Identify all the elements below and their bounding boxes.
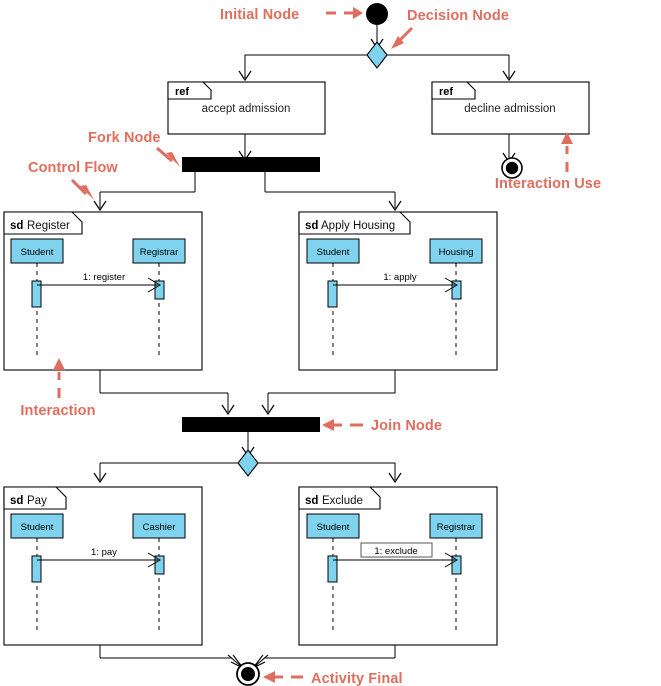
activation-bar <box>327 555 338 583</box>
annotation-arrow-fork-node <box>156 146 173 163</box>
message-label: 1: pay <box>91 547 117 558</box>
message-label-selection-box[interactable] <box>360 542 433 558</box>
frame-keyword: sd <box>305 220 318 232</box>
annotation-arrowhead-interaction-use <box>561 132 573 144</box>
annotation-initial-node: Initial Node <box>220 7 299 23</box>
ref-keyword: ref <box>439 86 453 98</box>
annotation-arrow-control-flow <box>70 178 88 196</box>
lifeline-label: Student <box>317 247 350 258</box>
interaction-frame-register[interactable]: sd Register Student Registrar 1: registe… <box>3 211 203 371</box>
ref-keyword: ref <box>175 86 189 98</box>
annotation-control-flow: Control Flow <box>28 160 118 176</box>
fork-node[interactable] <box>182 157 320 172</box>
activation-bar <box>451 555 462 575</box>
lifeline-label: Cashier <box>143 522 176 533</box>
annotation-arrowhead-interaction <box>53 358 65 370</box>
interaction-use-accept-admission[interactable]: ref accept admission <box>167 81 326 135</box>
frame-title: Exclude <box>322 495 363 507</box>
message-apply[interactable]: 1: apply <box>333 272 458 293</box>
interaction-frame-pay[interactable]: sd Pay Student Cashier 1: pay <box>3 486 203 646</box>
message-label: 1: register <box>83 272 125 283</box>
activity-final-node-bottom[interactable] <box>236 662 260 686</box>
message-label: 1: exclude <box>374 546 417 557</box>
join-node[interactable] <box>182 417 320 432</box>
interaction-use-label: decline admission <box>464 103 555 115</box>
lifeline-student[interactable]: Student <box>10 238 64 358</box>
annotation-arrowhead-decision-node <box>391 36 404 49</box>
lifeline-student[interactable]: Student <box>306 513 360 633</box>
lifeline-label: Housing <box>439 247 474 258</box>
annotation-interaction-use: Interaction Use <box>495 176 601 192</box>
annotation-decision-node: Decision Node <box>407 8 509 24</box>
frame-keyword: sd <box>305 495 318 507</box>
lifeline-student[interactable]: Student <box>10 513 64 633</box>
interaction-frame-apply-housing[interactable]: sd Apply Housing Student Housing 1: appl… <box>298 211 498 371</box>
annotation-fork-node: Fork Node <box>88 130 161 146</box>
lifeline-housing[interactable]: Housing <box>429 238 483 358</box>
activation-bar <box>154 280 165 300</box>
lifeline-label: Student <box>21 247 54 258</box>
activation-bar <box>327 280 338 308</box>
lifeline-label: Student <box>21 522 54 533</box>
annotation-arrowhead-fork-node <box>166 152 180 167</box>
frame-title: Pay <box>27 495 47 507</box>
activity-final-node-right[interactable] <box>501 157 523 179</box>
message-exclude[interactable]: 1: exclude <box>333 542 458 568</box>
lifeline-student[interactable]: Student <box>306 238 360 358</box>
activation-bar <box>154 555 165 575</box>
message-pay[interactable]: 1: pay <box>37 547 161 568</box>
frame-title: Register <box>27 220 70 232</box>
lifeline-label: Student <box>317 522 350 533</box>
message-label: 1: apply <box>383 272 417 283</box>
interaction-frame-exclude[interactable]: sd Exclude Student Registrar 1: exclude <box>298 486 498 646</box>
annotation-interaction: Interaction <box>20 403 95 419</box>
activation-bar <box>31 555 42 583</box>
lifeline-cashier[interactable]: Cashier <box>132 513 186 633</box>
frame-keyword: sd <box>10 495 23 507</box>
interaction-use-decline-admission[interactable]: ref decline admission <box>431 81 590 135</box>
annotation-arrowhead-join-node <box>322 419 334 431</box>
frame-title: Apply Housing <box>321 220 395 232</box>
lifeline-label: Registrar <box>437 522 476 533</box>
decision-node-top[interactable] <box>366 41 388 69</box>
annotation-arrowhead-control-flow <box>80 185 94 200</box>
activation-bar <box>31 280 42 308</box>
frame-keyword: sd <box>10 220 23 232</box>
interaction-use-label: accept admission <box>202 103 291 115</box>
activation-bar <box>451 280 462 300</box>
annotation-join-node: Join Node <box>371 418 442 434</box>
annotation-arrowhead-activity-final <box>263 671 275 683</box>
initial-node[interactable] <box>366 3 388 25</box>
lifeline-label: Registrar <box>140 247 179 258</box>
annotation-activity-final: Activity Final <box>311 671 403 686</box>
decision-node-bottom[interactable] <box>237 449 259 477</box>
annotation-arrowhead-initial-node <box>353 7 363 19</box>
message-register[interactable]: 1: register <box>37 272 161 293</box>
lifeline-registrar[interactable]: Registrar <box>429 513 483 633</box>
lifeline-registrar[interactable]: Registrar <box>132 238 186 358</box>
